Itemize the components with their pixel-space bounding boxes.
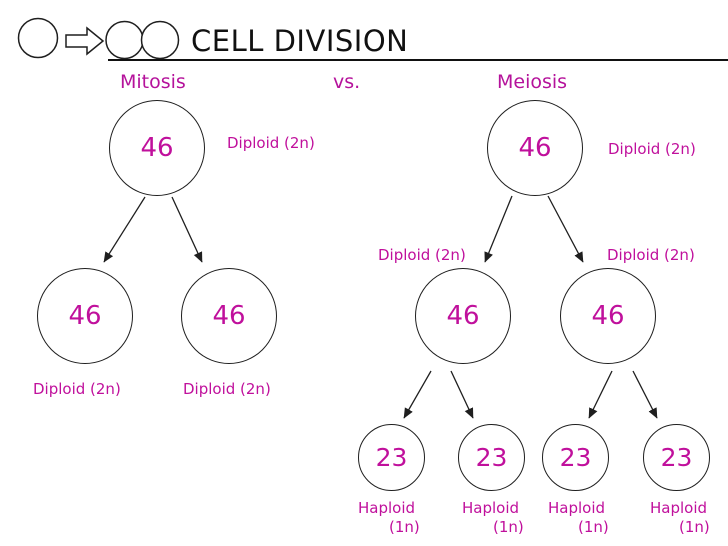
mitosis-parent-cell: 46 xyxy=(109,100,205,196)
single-cell-icon xyxy=(17,17,59,59)
meiosis-intermediate-cell-2: 46 xyxy=(560,268,656,364)
divided-cells-icon xyxy=(105,20,144,60)
mitosis-daughter-2-ploidy-label: Diploid (2n) xyxy=(183,380,271,398)
mitosis-daughter-cell-2: 46 xyxy=(181,268,277,364)
gamete-4-ploidy-label-line1: Haploid xyxy=(650,499,708,517)
meiosis-intermediate-cell-1: 46 xyxy=(415,268,511,364)
mitosis-parent-ploidy-label: Diploid (2n) xyxy=(227,134,315,152)
heading-meiosis: Meiosis xyxy=(497,71,568,93)
mitosis-daughter-1-ploidy-label: Diploid (2n) xyxy=(33,380,121,398)
divided-cells-icon xyxy=(140,20,180,60)
meiosis-parent-cell: 46 xyxy=(487,100,583,196)
page-title: CELL DIVISION xyxy=(191,24,409,58)
meiosis-arrow-right xyxy=(547,195,584,263)
heading-vs: vs. xyxy=(333,71,361,93)
meiosis-gamete-cell-2: 23 xyxy=(458,424,525,491)
gamete-2-ploidy-label-line1: Haploid xyxy=(462,499,520,517)
gamete-4-ploidy-label-line2: (1n) xyxy=(679,518,710,536)
gamete-1-ploidy-label-line2: (1n) xyxy=(389,518,420,536)
mitosis-arrow-right xyxy=(171,196,203,263)
meiosis2-arrow-4 xyxy=(632,370,658,419)
meiosis2-arrow-1 xyxy=(403,370,432,419)
meiosis-parent-ploidy-label: Diploid (2n) xyxy=(608,140,696,158)
meiosis-arrow-left xyxy=(484,195,513,263)
gamete-3-ploidy-label-line1: Haploid xyxy=(548,499,606,517)
meiosis-gamete-cell-4: 23 xyxy=(643,424,710,491)
gamete-1-ploidy-label-line1: Haploid xyxy=(358,499,416,517)
gamete-3-ploidy-label-line2: (1n) xyxy=(578,518,609,536)
right-arrow-icon xyxy=(65,26,105,56)
title-underline xyxy=(108,59,728,61)
mitosis-arrow-left xyxy=(103,196,146,263)
meiosis-gamete-cell-3: 23 xyxy=(542,424,609,491)
meiosis-intermediate-1-ploidy-label: Diploid (2n) xyxy=(378,246,466,264)
mitosis-daughter-cell-1: 46 xyxy=(37,268,133,364)
meiosis2-arrow-3 xyxy=(588,370,613,419)
meiosis2-arrow-2 xyxy=(450,370,474,419)
gamete-2-ploidy-label-line2: (1n) xyxy=(493,518,524,536)
meiosis-intermediate-2-ploidy-label: Diploid (2n) xyxy=(607,246,695,264)
heading-mitosis: Mitosis xyxy=(120,71,186,93)
meiosis-gamete-cell-1: 23 xyxy=(358,424,425,491)
